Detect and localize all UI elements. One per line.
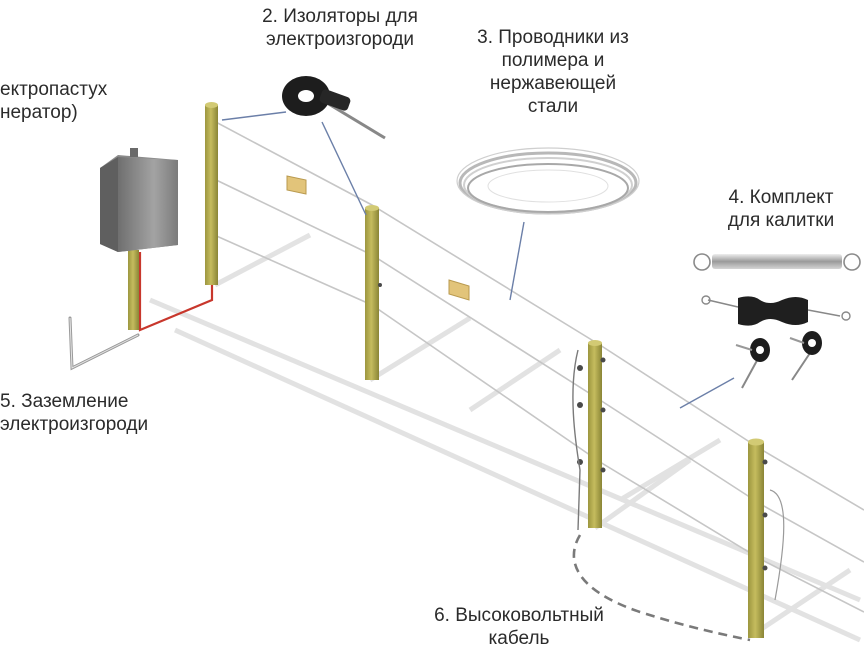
gate-wire [572, 349, 581, 531]
fence-post [205, 102, 218, 285]
ground-shadows [149, 232, 862, 643]
label-gate-kit: 4. Комплект для калитки [727, 187, 835, 231]
label-insulators: 2. Изоляторы для электроизгороди [262, 6, 418, 50]
high-voltage-cable [572, 534, 751, 642]
fence-energizer-box-icon [100, 148, 178, 330]
wire-coil-icon [456, 147, 640, 215]
label-hv-cable: 6. Высоковольтный кабель [434, 605, 604, 648]
fence-post [365, 205, 379, 380]
gate-handle-icon [701, 295, 851, 326]
label-grounding: 5. Заземление электроизгороди [0, 391, 149, 435]
fence-post [748, 438, 764, 638]
label-generator: ектропастух нератор) [0, 79, 108, 123]
gate-wire [769, 489, 785, 601]
warning-sign [286, 175, 470, 301]
ground-rod-icon [68, 316, 140, 371]
label-conductors: 3. Проводники из полимера и нержавеющей … [477, 27, 629, 117]
gate-spring-icon [693, 253, 861, 271]
leader-lines [221, 111, 735, 409]
ring-insulator-icon [282, 76, 386, 140]
gate-insulator-icon [735, 331, 822, 389]
fence-post [588, 340, 602, 528]
